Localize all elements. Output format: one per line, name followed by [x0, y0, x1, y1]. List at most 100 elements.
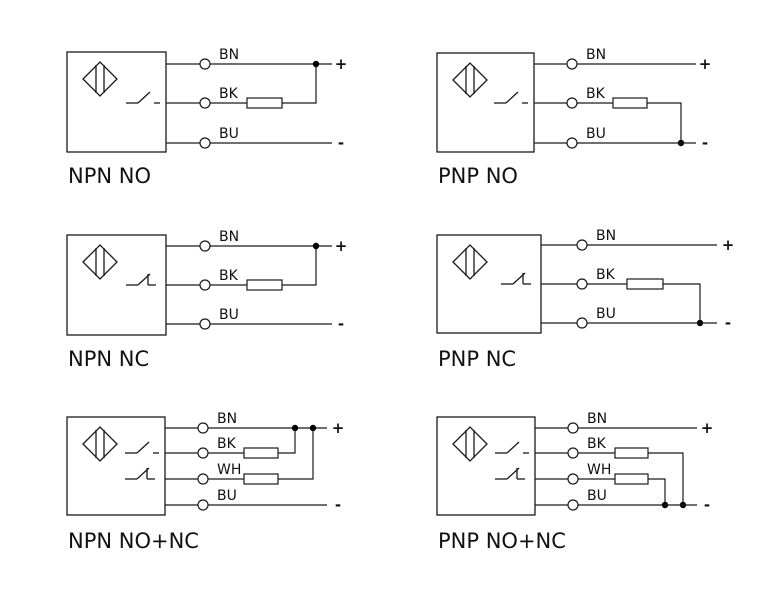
wire-label: BN	[596, 228, 616, 244]
terminal-icon	[197, 473, 209, 485]
terminal-icon	[199, 318, 211, 330]
junction-dot	[309, 424, 317, 432]
terminal-icon	[567, 473, 579, 485]
load-return-wire	[648, 478, 666, 505]
terminal-icon	[199, 137, 211, 149]
load-resistor-icon	[246, 97, 283, 109]
wire-label: BU	[219, 126, 239, 142]
diagram-caption: NPN NO+NC	[68, 529, 199, 553]
terminal-icon	[566, 58, 578, 70]
diagram-caption: PNP NO	[438, 164, 518, 188]
wire-label: BU	[586, 126, 606, 142]
sensor-body	[66, 416, 166, 516]
terminal-icon	[576, 317, 588, 329]
junction-dot	[312, 60, 320, 68]
sensor-body	[436, 52, 535, 153]
load-resistor-icon	[614, 473, 649, 485]
load-resistor-icon	[243, 447, 279, 459]
terminal-icon	[576, 278, 588, 290]
wire-bu: BU -	[534, 126, 708, 152]
wire-label: BN	[586, 47, 606, 63]
positive-terminal-label: +	[335, 55, 348, 73]
positive-terminal-label: +	[722, 236, 735, 254]
wire-label: BN	[219, 47, 239, 63]
junction-dot	[291, 424, 299, 432]
wire-bn: BN +	[535, 411, 713, 437]
terminal-icon	[566, 97, 578, 109]
sensor-diamond	[452, 426, 488, 462]
sensor-diamond	[452, 62, 488, 98]
negative-terminal-label: -	[702, 134, 708, 152]
wire-wh: WH	[125, 424, 317, 485]
positive-terminal-label: +	[332, 419, 345, 437]
terminal-icon	[567, 499, 579, 511]
load-return-wire	[282, 246, 317, 286]
positive-terminal-label: +	[335, 237, 348, 255]
wire-bk: BK	[501, 267, 704, 327]
wire-bn: BN +	[541, 228, 734, 254]
load-resistor-icon	[612, 97, 648, 109]
contact-blade	[137, 91, 151, 104]
diagram-caption: PNP NO+NC	[438, 529, 566, 553]
nc-contact-icon	[501, 272, 531, 285]
negative-terminal-label: -	[338, 134, 344, 152]
wire-label: BU	[587, 488, 607, 504]
wire-label: BU	[596, 306, 616, 322]
nc-contact-icon	[126, 273, 156, 286]
terminal-icon	[197, 422, 209, 434]
wire-label: WH	[217, 462, 241, 478]
sensor-symbol-icon	[452, 62, 488, 98]
wire-label: BN	[587, 411, 607, 427]
load-resistor-icon	[246, 279, 283, 291]
terminal-icon	[197, 447, 209, 459]
wire-label: BK	[219, 268, 239, 284]
wire-label: BK	[596, 267, 616, 283]
wire-bn: BN+	[166, 229, 347, 255]
no-contact-icon	[494, 91, 528, 104]
no-contact-icon	[495, 441, 529, 454]
load-return-wire	[278, 428, 314, 480]
wire-bu: BU-	[165, 488, 341, 514]
diagram-caption: NPN NC	[68, 347, 149, 371]
diagram-caption: NPN NO	[68, 164, 151, 188]
terminal-icon	[567, 422, 579, 434]
terminal-icon	[197, 499, 209, 511]
wire-label: BK	[217, 436, 237, 452]
junction-dot	[312, 242, 320, 250]
positive-terminal-label: +	[701, 419, 714, 437]
wire-bu: BU -	[166, 126, 344, 152]
wire-label: BK	[587, 436, 607, 452]
wire-label: BU	[219, 307, 239, 323]
load-resistor-icon	[243, 473, 279, 485]
wire-label: BK	[219, 86, 239, 102]
positive-terminal-label: +	[699, 55, 712, 73]
wire-bn: BN +	[534, 47, 711, 73]
load-return-wire	[282, 64, 317, 104]
contact-blade	[506, 441, 520, 454]
diagram-caption: PNP NC	[438, 347, 516, 371]
wire-bu: BU-	[166, 307, 344, 333]
wire-label: WH	[587, 462, 611, 478]
sensor-symbol-icon	[82, 61, 118, 97]
terminal-icon	[567, 447, 579, 459]
load-resistor-icon	[626, 278, 664, 290]
terminal-icon	[199, 240, 211, 252]
wire-bk: BK	[126, 242, 320, 291]
load-return-wire	[648, 452, 684, 505]
terminal-icon	[199, 58, 211, 70]
nc-contact-icon	[495, 467, 525, 480]
load-return-wire	[647, 102, 682, 143]
wire-bu: BU -	[541, 306, 731, 332]
sensor-diamond	[82, 61, 118, 97]
no-contact-icon	[126, 91, 160, 104]
terminal-icon	[576, 239, 588, 251]
sensor-diamond	[82, 426, 118, 462]
sensor-symbol-icon	[452, 426, 488, 462]
negative-terminal-label: -	[725, 314, 731, 332]
sensor-diamond	[452, 244, 488, 280]
load-return-wire	[278, 428, 296, 454]
wiring-diagram-pnp-nc: BN + BK BU - PNP NC	[436, 228, 734, 371]
